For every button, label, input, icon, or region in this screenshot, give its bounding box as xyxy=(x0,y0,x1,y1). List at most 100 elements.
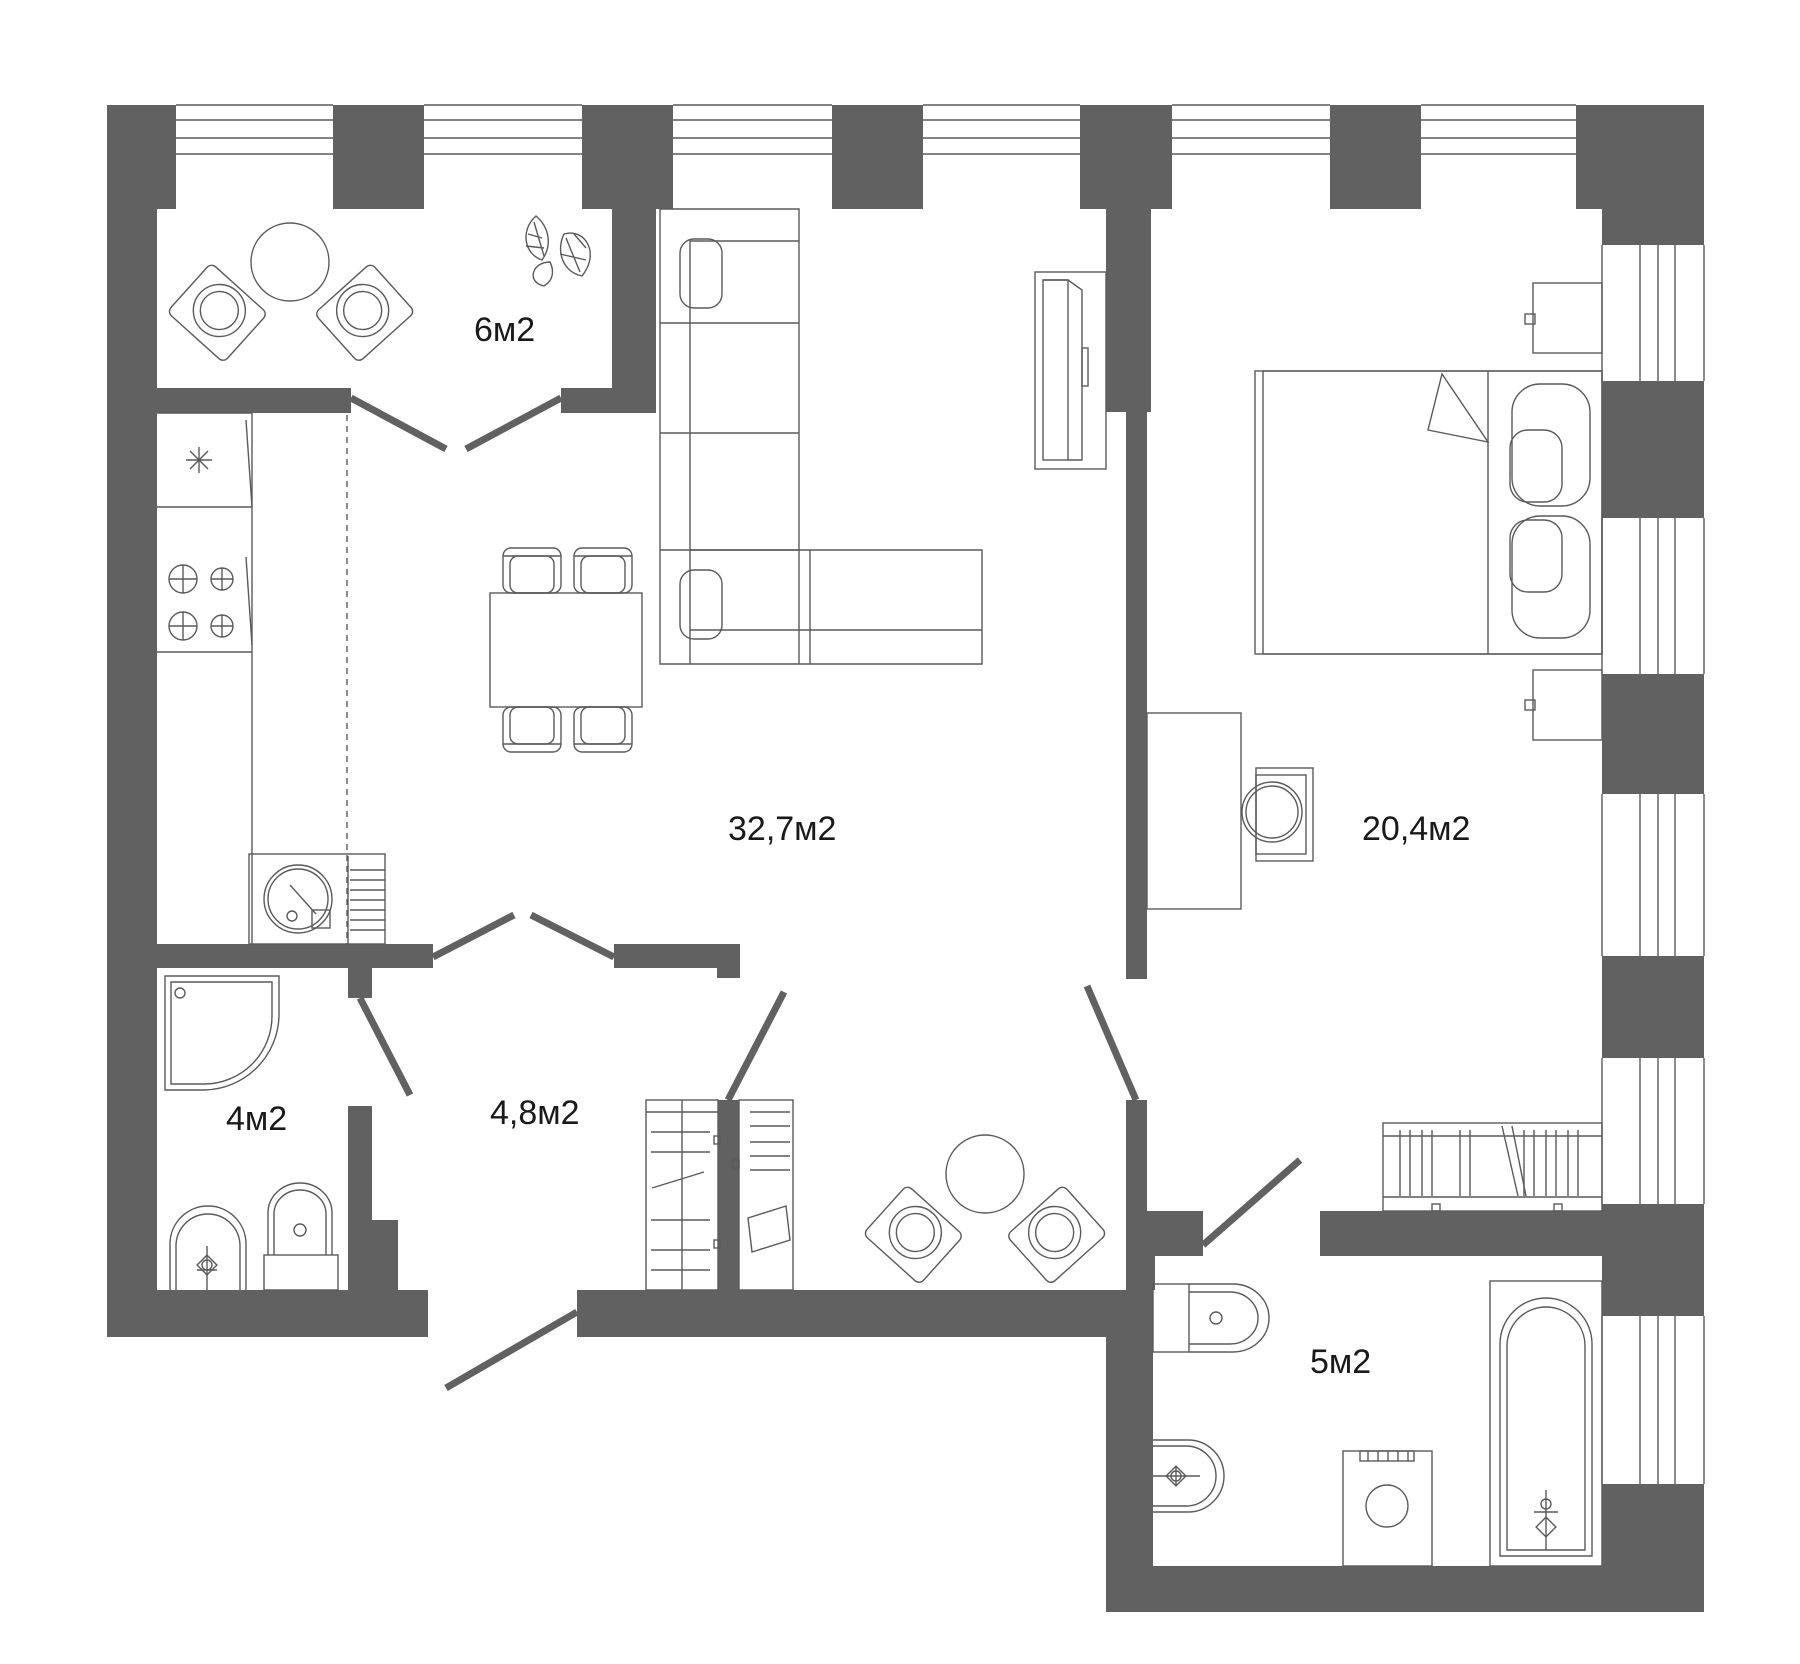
sofa-cushion-2 xyxy=(679,569,723,640)
hallway-chair-left xyxy=(864,1186,962,1283)
door-small-bath xyxy=(356,996,414,1097)
door-balcony-left xyxy=(349,394,448,453)
window-top-6 xyxy=(1421,104,1576,155)
wall-bedroom-thin xyxy=(1126,412,1147,979)
walls xyxy=(107,105,1704,1612)
corner-sofa xyxy=(659,208,983,665)
room-area-bedroom: 20,4м2 xyxy=(1362,810,1470,848)
door-balcony-right xyxy=(464,394,563,453)
wall-kitchen-stub xyxy=(717,944,740,978)
room-area-balcony: 6м2 xyxy=(474,311,535,349)
balcony-chair-left xyxy=(168,264,266,361)
kitchen-counter-edge xyxy=(245,419,253,508)
toilet-icon xyxy=(1152,1283,1270,1353)
wall-bedroom-lower xyxy=(1126,1100,1147,1290)
wall-bottom-left xyxy=(107,1290,428,1337)
bedroom-desk xyxy=(1146,712,1242,910)
dining-chair-4 xyxy=(573,706,633,753)
bedroom-furniture xyxy=(1146,282,1603,1212)
dining-table xyxy=(489,592,643,708)
sofa-seat-lines xyxy=(660,322,799,551)
wall-closet-divider xyxy=(718,1100,739,1290)
sink-icon xyxy=(248,853,386,945)
balcony-furniture xyxy=(168,215,591,361)
room-area-bathroom-large: 5м2 xyxy=(1310,1343,1371,1381)
door-bath-large xyxy=(1200,1157,1303,1248)
wall-left xyxy=(107,105,157,1337)
window-right-5 xyxy=(1601,1316,1705,1484)
double-bed xyxy=(1254,370,1603,655)
shower-icon xyxy=(164,975,280,1091)
sink-icon-small-bath xyxy=(169,1205,247,1290)
room-area-living-kitchen: 32,7м2 xyxy=(728,810,836,848)
wall-top-pier-3 xyxy=(582,105,673,209)
window-top-3 xyxy=(673,104,832,155)
sofa-outline xyxy=(659,208,983,665)
wall-small-bath-right xyxy=(348,1106,372,1290)
small-bathroom-fixtures xyxy=(164,975,339,1291)
monstera-plant-icon xyxy=(525,215,591,287)
wall-top-pier-2 xyxy=(333,105,424,209)
room-labels: 6м2 32,7м2 20,4м2 4м2 4,8м2 5м2 xyxy=(226,311,1470,1381)
bathtub-icon xyxy=(1489,1280,1603,1567)
wall-bath-left xyxy=(1147,1256,1155,1290)
door-bedroom xyxy=(1083,984,1140,1102)
wall-right-pier-2 xyxy=(1602,381,1704,518)
wall-kitchen-bottom-left xyxy=(157,944,433,968)
window-right-4 xyxy=(1601,1058,1705,1204)
bedroom-desk-chair xyxy=(1241,767,1314,862)
wall-bedroom-top xyxy=(1106,209,1151,412)
tv-unit xyxy=(1034,271,1107,470)
window-right-2 xyxy=(1601,518,1705,674)
dining-chair-1 xyxy=(502,547,562,594)
nightstand-top xyxy=(1524,282,1603,354)
window-top-1 xyxy=(176,104,333,155)
room-area-hallway: 4,8м2 xyxy=(490,1094,580,1132)
washing-machine-icon xyxy=(1342,1450,1433,1567)
sofa-cushion-1 xyxy=(679,238,723,309)
door-kitchen-right xyxy=(529,911,616,961)
wall-bottom-center xyxy=(577,1290,1153,1337)
window-top-2 xyxy=(424,104,582,155)
room-area-bathroom-small: 4м2 xyxy=(226,1100,287,1138)
hallway-table xyxy=(945,1134,1025,1214)
hob-icon xyxy=(168,564,234,641)
wall-right-pier-4 xyxy=(1602,956,1704,1058)
dining-chair-2 xyxy=(573,547,633,594)
wall-bath-top-right xyxy=(1320,1211,1602,1256)
wall-balcony-bottom-left xyxy=(157,388,351,413)
window-top-5 xyxy=(1172,104,1330,155)
wall-top-pier-4 xyxy=(832,105,923,209)
balcony-table xyxy=(250,222,330,302)
bedroom-wardrobe xyxy=(1382,1122,1603,1212)
hallway-furniture xyxy=(645,1099,1106,1291)
nightstand-bottom xyxy=(1524,669,1603,741)
balcony-chair-right xyxy=(316,264,414,361)
sink-icon xyxy=(1153,1439,1225,1513)
wall-small-bath-post xyxy=(348,968,372,998)
wall-bottom-right-leg xyxy=(1106,1290,1153,1612)
doors xyxy=(349,394,1303,1392)
wall-small-bath-step xyxy=(372,1220,398,1290)
wall-right-pier-3 xyxy=(1602,674,1704,794)
wall-balcony-right xyxy=(612,209,656,413)
wall-top-pier-5 xyxy=(1080,105,1172,209)
door-kitchen-left xyxy=(431,911,516,961)
wall-bath-top-left xyxy=(1147,1211,1203,1256)
hood-icon xyxy=(186,447,212,473)
large-bathroom-fixtures xyxy=(1152,1280,1603,1567)
kitchen xyxy=(157,412,386,945)
dining-chair-3 xyxy=(502,706,562,753)
kitchen-counter xyxy=(157,412,253,944)
wall-bottom-right xyxy=(1106,1566,1704,1612)
wall-right-pier-1 xyxy=(1602,105,1704,245)
door-entrance xyxy=(444,1308,579,1392)
window-right-1 xyxy=(1601,245,1705,381)
window-right-3 xyxy=(1601,794,1705,956)
closet-right xyxy=(732,1099,794,1291)
window-top-4 xyxy=(923,104,1080,155)
door-closet xyxy=(724,990,788,1102)
dining-set xyxy=(489,547,643,753)
